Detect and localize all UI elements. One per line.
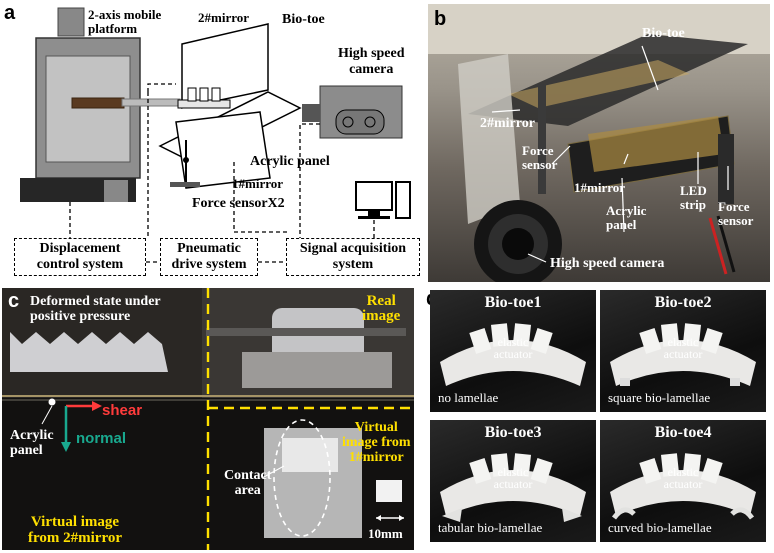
deformed-state-label: Deformed state under positive pressure bbox=[30, 294, 161, 324]
biotoe2-actuator: elastic actuator bbox=[600, 336, 766, 360]
biotoe4-caption: curved bio-lamellae bbox=[608, 520, 712, 535]
biotoe2-act-line2: actuator bbox=[663, 347, 703, 361]
acrylic-label-b: Acrylic panel bbox=[606, 204, 646, 232]
real-line2: image bbox=[362, 308, 401, 324]
biotoe4-act-line2: actuator bbox=[663, 477, 703, 491]
acrylic-b-line1: Acrylic bbox=[606, 203, 647, 218]
biotoe1-title: Bio-toe1 bbox=[484, 294, 542, 311]
panel-b-label: b bbox=[434, 8, 447, 30]
biotoe2-title: Bio-toe2 bbox=[654, 294, 712, 311]
force-left-line1: Force bbox=[522, 143, 554, 158]
signal-line2: system bbox=[332, 257, 374, 272]
signal-acquisition-box: Signal acquisition system bbox=[286, 238, 420, 276]
pneumatic-line1: Pneumatic bbox=[177, 241, 241, 256]
panel-a: a 2-axis mobile platform 2#mirror Bio-to… bbox=[0, 0, 424, 282]
biotoe4-act-line1: elastic bbox=[667, 465, 699, 479]
mirror1-label-b: 1#mirror bbox=[574, 180, 626, 195]
force-sensor-left-label: Force sensor bbox=[522, 144, 557, 172]
normal-label: normal bbox=[76, 430, 127, 447]
force-right-line1: Force bbox=[718, 199, 750, 214]
led-strip-label: LED strip bbox=[680, 184, 707, 212]
camera-label-b: High speed camera bbox=[550, 256, 665, 271]
panel-a-label: a bbox=[4, 2, 16, 24]
biotoe2-act-line1: elastic bbox=[667, 335, 699, 349]
panel-c-photo: c Deformed state under positive pressure… bbox=[2, 288, 414, 550]
camera-label-a: High speed camera bbox=[338, 46, 405, 78]
displacement-control-box: Displacement control system bbox=[14, 238, 146, 276]
deformed-line1: Deformed state under bbox=[30, 294, 161, 309]
biotoe4-image bbox=[610, 453, 756, 520]
virtual-2mirror-label: Virtual image from 2#mirror bbox=[28, 514, 122, 546]
biotoe3-actuator: elastic actuator bbox=[430, 466, 596, 490]
biotoe3-caption: tabular bio-lamellae bbox=[438, 520, 543, 535]
panel-a-schematic bbox=[20, 7, 411, 263]
real-image-label: Real image bbox=[362, 294, 400, 324]
mirror2-label-a: 2#mirror bbox=[198, 10, 250, 25]
acrylic-label-a: Acrylic panel bbox=[250, 154, 330, 169]
virtual1-line2: image from bbox=[342, 435, 411, 450]
panel-c-scene bbox=[2, 288, 414, 550]
biotoe3-act-line2: actuator bbox=[493, 477, 533, 491]
virtual1-line3: 1#mirror bbox=[348, 450, 404, 465]
biotoe3-act-line1: elastic bbox=[497, 465, 529, 479]
panel-b-scene bbox=[428, 4, 770, 282]
force-left-line2: sensor bbox=[522, 157, 558, 172]
acrylic-c-line2: panel bbox=[10, 443, 43, 458]
biotoe3-card: Bio-toe3 elastic actuator tabular bio-la… bbox=[430, 420, 596, 542]
panel-b-photo: b Bio-toe 2#mirror Force sensor 1#mirror… bbox=[428, 4, 770, 282]
mirror2-label-b: 2#mirror bbox=[480, 116, 535, 131]
scale-bar-label: 10mm bbox=[368, 526, 403, 541]
biotoe-label-b: Bio-toe bbox=[642, 26, 685, 41]
pneumatic-line2: drive system bbox=[171, 257, 247, 272]
biotoe4-card: Bio-toe4 elastic actuator curved bio-lam… bbox=[600, 420, 766, 542]
panel-c-label: c bbox=[8, 290, 20, 312]
camera-label-line2: camera bbox=[349, 62, 394, 77]
biotoe1-image bbox=[440, 323, 586, 386]
signal-line1: Signal acquisition bbox=[299, 241, 407, 256]
displacement-line2: control system bbox=[36, 257, 124, 272]
contact-line2: area bbox=[234, 483, 261, 498]
led-line1: LED bbox=[680, 183, 707, 198]
pneumatic-drive-box: Pneumatic drive system bbox=[160, 238, 258, 276]
deformed-line2: positive pressure bbox=[30, 309, 131, 324]
biotoe3-title: Bio-toe3 bbox=[484, 424, 542, 441]
force-right-line2: sensor bbox=[718, 213, 754, 228]
acrylic-b-line2: panel bbox=[606, 217, 637, 232]
displacement-line1: Displacement bbox=[39, 241, 121, 256]
real-line1: Real bbox=[366, 293, 396, 309]
virtual2-line1: Virtual image bbox=[30, 514, 120, 530]
biotoe3-image bbox=[440, 453, 586, 522]
biotoe2-image bbox=[610, 323, 756, 386]
contact-line1: Contact bbox=[224, 468, 272, 483]
biotoe4-actuator: elastic actuator bbox=[600, 466, 766, 490]
contact-area-label: Contact area bbox=[224, 468, 271, 498]
virtual2-line2: from 2#mirror bbox=[28, 530, 122, 546]
biotoe2-caption: square bio-lamellae bbox=[608, 390, 711, 405]
biotoe1-card: Bio-toe1 elastic actuator no lamellae bbox=[430, 290, 596, 412]
force-sensor-right-label: Force sensor bbox=[718, 200, 753, 228]
biotoe-label-a: Bio-toe bbox=[282, 12, 325, 27]
biotoe1-act-line1: elastic bbox=[497, 335, 529, 349]
camera-label-line1: High speed bbox=[338, 46, 405, 61]
biotoe4-title: Bio-toe4 bbox=[654, 424, 712, 441]
acrylic-c-line1: Acrylic bbox=[10, 428, 54, 443]
acrylic-label-c: Acrylic panel bbox=[10, 428, 54, 458]
biotoe1-caption: no lamellae bbox=[438, 390, 499, 405]
platform-label-line2: platform bbox=[88, 21, 138, 36]
virtual-1mirror-label: Virtual image from 1#mirror bbox=[342, 420, 411, 465]
biotoe1-act-line2: actuator bbox=[493, 347, 533, 361]
biotoe2-card: Bio-toe2 elastic actuator square bio-lam… bbox=[600, 290, 766, 412]
led-line2: strip bbox=[680, 197, 706, 212]
biotoe1-actuator: elastic actuator bbox=[430, 336, 596, 360]
force-label-a: Force sensorX2 bbox=[192, 196, 285, 211]
platform-label: 2-axis mobile platform bbox=[88, 8, 161, 36]
shear-label: shear bbox=[102, 402, 143, 419]
platform-label-line1: 2-axis mobile bbox=[88, 7, 162, 22]
virtual1-line1: Virtual bbox=[354, 420, 398, 435]
mirror1-label-a: 1#mirror bbox=[232, 176, 284, 191]
